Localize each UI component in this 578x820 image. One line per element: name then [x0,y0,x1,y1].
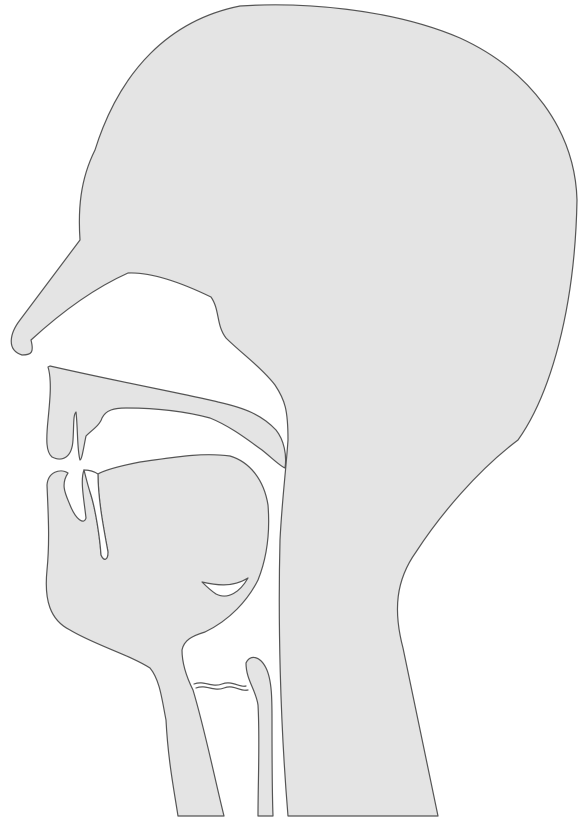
upper-lip-and-palate [47,366,286,468]
epiglottis [246,657,273,816]
vocal-folds [194,683,248,690]
jaw-lower-lip-and-neck [46,455,268,816]
